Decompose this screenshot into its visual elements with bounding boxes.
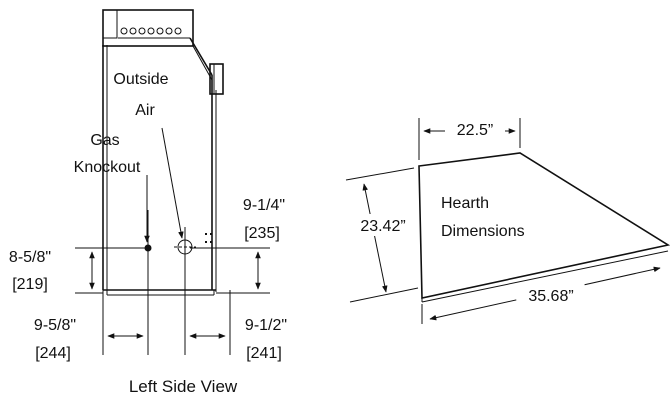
hearth-bottom-width-label: 35.68” bbox=[528, 288, 573, 305]
dim-left-height-mm: [219] bbox=[12, 276, 48, 293]
dim-left-offset-mm: [244] bbox=[35, 345, 71, 362]
hearth-depth-arrow bbox=[362, 183, 388, 293]
dim-right-height-mm: [235] bbox=[244, 225, 280, 242]
appliance-side-outline bbox=[102, 9, 224, 296]
hearth-label-line1: Hearth bbox=[441, 195, 489, 212]
gas-knockout-label-line2: Knockout bbox=[74, 159, 141, 176]
hearth-depth-label: 23.42” bbox=[360, 218, 405, 235]
dim-right-height-inches: 9-1/4" bbox=[243, 197, 285, 214]
dim-left-offset-inches: 9-5/8" bbox=[34, 317, 76, 334]
outside-air-label-line2: Air bbox=[135, 102, 155, 119]
dim-left-height-inches: 8-5/8" bbox=[9, 249, 51, 266]
hearth-top-width-label: 22.5” bbox=[457, 122, 493, 139]
hearth-label-line2: Dimensions bbox=[441, 223, 525, 240]
outside-air-leader bbox=[161, 127, 184, 239]
dim-right-offset-mm: [241] bbox=[246, 345, 282, 362]
outside-air-label-line1: Outside bbox=[113, 71, 168, 88]
left-side-view-caption: Left Side View bbox=[129, 377, 238, 396]
gas-knockout-label-line1: Gas bbox=[90, 132, 119, 149]
dim-right-offset-inches: 9-1/2" bbox=[245, 317, 287, 334]
